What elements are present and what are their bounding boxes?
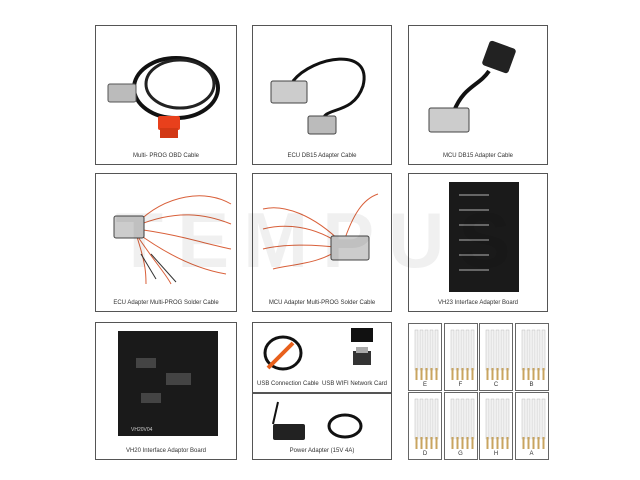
pin-set-d: D	[408, 392, 442, 460]
caption: MCU Adapter Multi-PROG Solder Cable	[268, 300, 376, 306]
vh23-board-image	[449, 182, 519, 292]
caption: MCU DB15 Adapter Cable	[442, 153, 514, 159]
pins-image	[485, 329, 510, 380]
pin-set-e: E	[408, 323, 442, 391]
pin-set-g: G	[443, 392, 478, 460]
item-usb-group: USB Connection Cable USB WIFI Network Ca…	[252, 322, 392, 393]
mcu-db15-cable-image	[428, 40, 516, 133]
pin-label: D	[422, 451, 428, 457]
item-mcu-db15-adapter-cable: MCU DB15 Adapter Cable	[408, 25, 548, 165]
pins-image	[521, 329, 545, 380]
caption: Power Adapter (15V 4A)	[289, 448, 355, 454]
pin-set-h: H	[479, 392, 513, 460]
board-label: VH20V04	[131, 427, 153, 433]
pins-image	[414, 329, 439, 380]
item-ecu-solder-cable: ECU Adapter Multi-PROG Solder Cable	[95, 173, 237, 312]
pin-label: C	[493, 382, 499, 388]
pins-image	[450, 329, 474, 380]
pin-set-b: B	[514, 323, 549, 391]
item-mcu-solder-cable: MCU Adapter Multi-PROG Solder Cable	[252, 173, 392, 312]
item-vh23-board: VH23 Interface Adapter Board	[408, 173, 548, 312]
caption: ECU Adapter Multi-PROG Solder Cable	[113, 300, 219, 306]
ecu-db15-cable-image	[270, 57, 366, 135]
caption: USB Connection Cable	[257, 381, 319, 387]
pin-label: G	[458, 451, 463, 457]
caption: Multi- PROG OBD Cable	[132, 153, 199, 159]
item-ecu-db15-adapter-cable: ECU DB15 Adapter Cable	[252, 25, 392, 165]
pin-label: E	[422, 382, 427, 388]
item-power-adapter: Power Adapter (15V 4A)	[252, 393, 392, 460]
pin-set-a: A	[514, 392, 549, 460]
pin-label: B	[529, 382, 534, 388]
pin-set-f: F	[443, 323, 478, 391]
pins-image	[450, 398, 474, 449]
caption: VH20 Interface Adaptor Board	[125, 448, 207, 454]
pin-label: F	[458, 382, 463, 388]
pin-label: H	[493, 451, 499, 457]
pins-image	[521, 398, 545, 449]
pins-image	[485, 398, 510, 449]
caption: VH23 Interface Adapter Board	[437, 300, 519, 306]
obd-cable-image	[107, 56, 220, 138]
mcu-solder-cable-image	[262, 193, 379, 270]
ecu-solder-cable-image	[113, 195, 232, 285]
pin-set-c: C	[479, 323, 513, 391]
item-multi-prog-obd-cable: Multi- PROG OBD Cable	[95, 25, 237, 165]
caption: ECU DB15 Adapter Cable	[287, 153, 357, 159]
power-adapter-image	[272, 401, 363, 440]
vh20-board-image: VH20V04	[118, 331, 218, 436]
pins-image	[414, 398, 439, 449]
usb-items-image	[263, 328, 373, 371]
item-vh20-board: VH20V04 VH20 Interface Adaptor Board	[95, 322, 237, 460]
caption: USB WIFI Network Card	[321, 381, 387, 387]
pin-label: A	[529, 451, 534, 457]
